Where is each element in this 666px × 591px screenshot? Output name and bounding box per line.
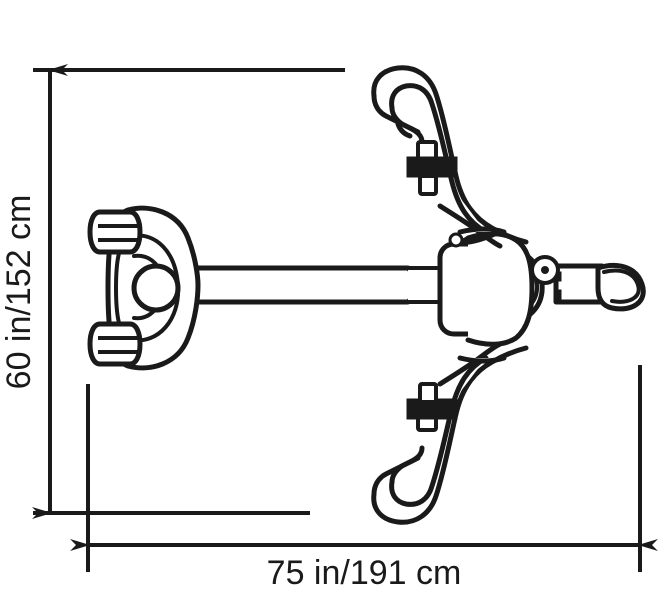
handlebar-upper	[371, 65, 529, 245]
pedal-left	[87, 209, 143, 255]
pedal-right	[87, 321, 143, 367]
handlebar-lower	[371, 345, 529, 525]
brake-lever-lower	[406, 382, 458, 432]
seat-frame	[465, 231, 535, 347]
frame-connector-upper	[437, 203, 507, 249]
vertical-dimension-label: 60 in/152 cm	[0, 195, 38, 390]
frame-connector-lower	[437, 341, 507, 387]
trike-drawing	[87, 65, 646, 525]
brake-lever-upper	[406, 140, 458, 196]
rear-axle	[553, 262, 646, 312]
horizontal-dimension-label: 75 in/191 cm	[267, 554, 462, 591]
main-frame-tube	[193, 265, 442, 305]
